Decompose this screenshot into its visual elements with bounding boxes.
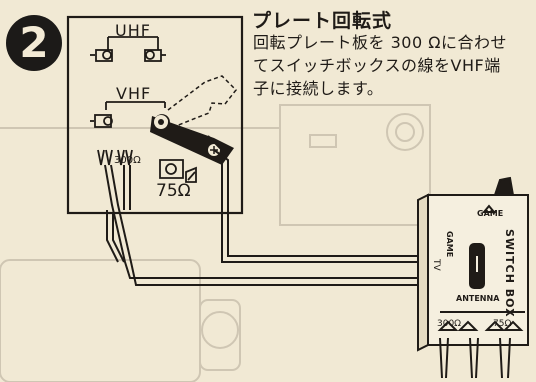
background-faded-print (0, 104, 431, 382)
switch-box-300-port-label: 300Ω (437, 319, 462, 329)
switch-box-game-label: GAME (477, 209, 504, 218)
switch-game-position-label: GAME (445, 231, 454, 258)
switch-box-75-port-label: 75Ω (493, 319, 512, 329)
instruction-line: 子に接続します。 (253, 79, 384, 98)
switch-box-title: SWITCH BOX (503, 229, 516, 318)
terminal-panel (66, 15, 244, 215)
step-number: 2 (19, 18, 49, 67)
uhf-terminal-icon (90, 36, 166, 62)
ohm-300-label: 300Ω (114, 155, 141, 166)
ohm-75-terminal-icon (159, 159, 197, 183)
plate-rotation-outline (167, 75, 238, 127)
instruction-line: てスイッチボックスの線をVHF端 (253, 56, 501, 75)
feeder-cable (104, 135, 418, 286)
instruction-text: 回転プレート板を 300 Ωに合わせ てスイッチボックスの線をVHF端 子に接続… (253, 31, 536, 100)
vhf-label: VHF (116, 84, 152, 103)
uhf-label: UHF (115, 21, 151, 40)
section-title: プレート回転式 (252, 10, 393, 32)
ohm-75-label: 75Ω (156, 181, 191, 201)
switch-box-icon (417, 176, 529, 379)
switch-antenna-position-label: ANTENNA (456, 294, 500, 303)
instruction-line: 回転プレート板を 300 Ωに合わせ (253, 33, 507, 52)
step-number-badge: 2 (6, 15, 62, 71)
switch-box-tv-label: TV (431, 259, 441, 271)
